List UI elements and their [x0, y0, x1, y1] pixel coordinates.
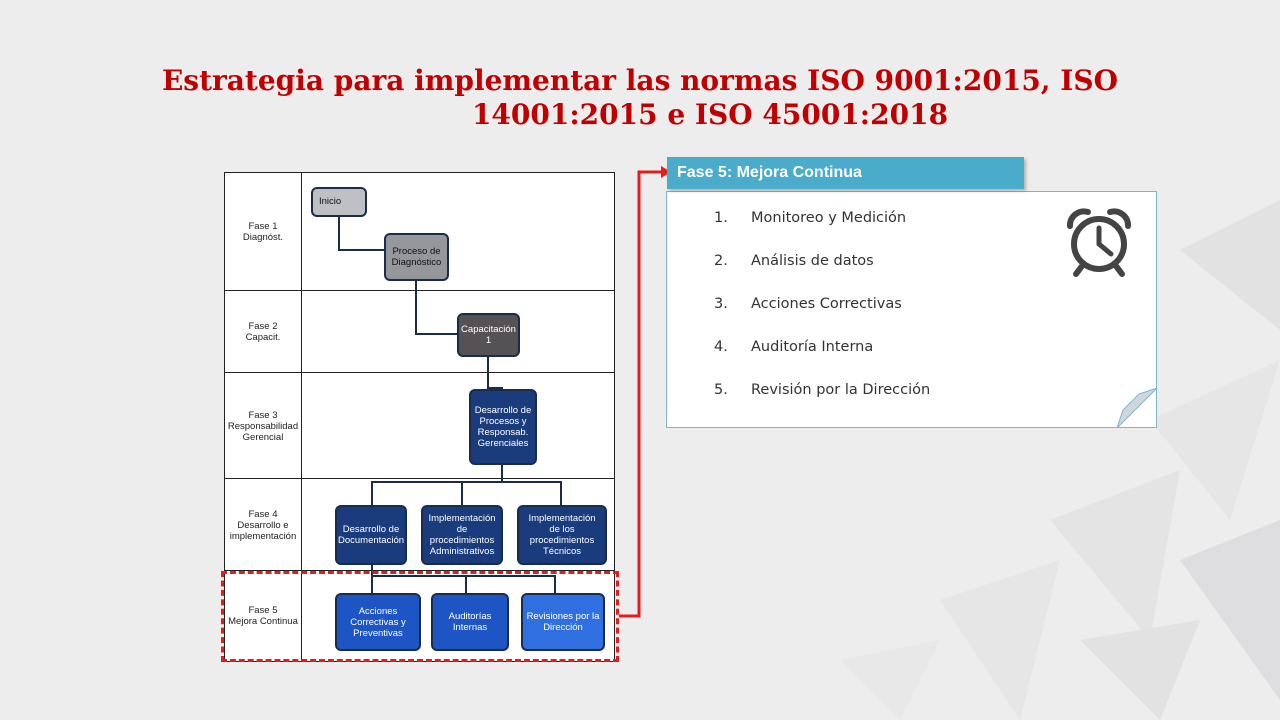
page-title: Estrategia para implementar las normas I…	[150, 64, 1130, 132]
phase-row-2	[225, 291, 614, 373]
connector	[371, 481, 562, 483]
node-capacitacion: Capacitación 1	[457, 313, 520, 357]
connector	[371, 481, 373, 505]
page-title-line-1: Estrategia para implementar las normas I…	[161, 64, 1119, 97]
list-item: 4.Auditoría Interna	[714, 339, 874, 355]
connector	[501, 463, 503, 483]
node-proceso-diagnostico: Proceso de Diagnóstico	[384, 233, 449, 281]
node-documentacion: Desarrollo de Documentación	[335, 505, 407, 565]
phase-5-list: 1.Monitoreo y Medición 2.Análisis de dat…	[714, 210, 930, 425]
phase-label-5: Fase 5 Mejora Continua	[228, 605, 298, 627]
list-item: 5.Revisión por la Dirección	[714, 382, 931, 398]
phase-label-3: Fase 3 Responsabilidad Gerencial	[227, 409, 299, 443]
node-desarrollo-procesos: Desarrollo de Procesos y Responsab. Gere…	[469, 389, 537, 465]
list-item: 1.Monitoreo y Medición	[714, 210, 907, 226]
connector	[371, 575, 373, 593]
phase-label-4: Fase 4 Desarrollo e implementación	[229, 508, 297, 542]
page-title-line-2: 14001:2015 e ISO 45001:2018	[471, 98, 949, 131]
connector	[465, 575, 467, 593]
page-curl	[1117, 388, 1158, 429]
node-auditorias-internas: Auditorías Internas	[431, 593, 509, 651]
phase-5-highlight	[221, 571, 619, 662]
connector	[487, 355, 489, 389]
node-inicio: Inicio	[311, 187, 367, 217]
node-procedimientos-tecnicos: Implementación de los procedimientos Téc…	[517, 505, 607, 565]
connector	[371, 575, 556, 577]
flowchart: Fase 1 Diagnóst. Fase 2 Capacit. Fase 3 …	[224, 172, 615, 662]
connector	[415, 333, 459, 335]
node-acciones-correctivas: Acciones Correctivas y Preventivas	[335, 593, 421, 651]
phase-5-card-header: Fase 5: Mejora Continua	[667, 157, 1024, 189]
connector	[338, 249, 384, 251]
connector	[487, 387, 503, 389]
alarm-clock-icon	[1067, 208, 1131, 277]
list-item: 2.Análisis de datos	[714, 253, 874, 269]
connector	[560, 481, 562, 505]
phase-label-2: Fase 2 Capacit.	[245, 321, 281, 343]
highlight-connector-arrow	[619, 166, 671, 618]
node-revisiones-direccion: Revisiones por la Dirección	[521, 593, 605, 651]
connector	[461, 481, 463, 505]
connector	[554, 575, 556, 593]
phase-row-3	[225, 373, 614, 479]
connector	[338, 215, 340, 251]
connector	[371, 563, 373, 577]
phase-column	[225, 173, 302, 661]
phase-row-1	[225, 173, 614, 291]
node-procedimientos-administrativos: Implementación de procedimientos Adminis…	[421, 505, 503, 565]
phase-label-1: Fase 1 Diagnóst.	[242, 221, 284, 243]
list-item: 3.Acciones Correctivas	[714, 296, 902, 312]
phase-row-4	[225, 479, 614, 571]
connector	[415, 279, 417, 335]
